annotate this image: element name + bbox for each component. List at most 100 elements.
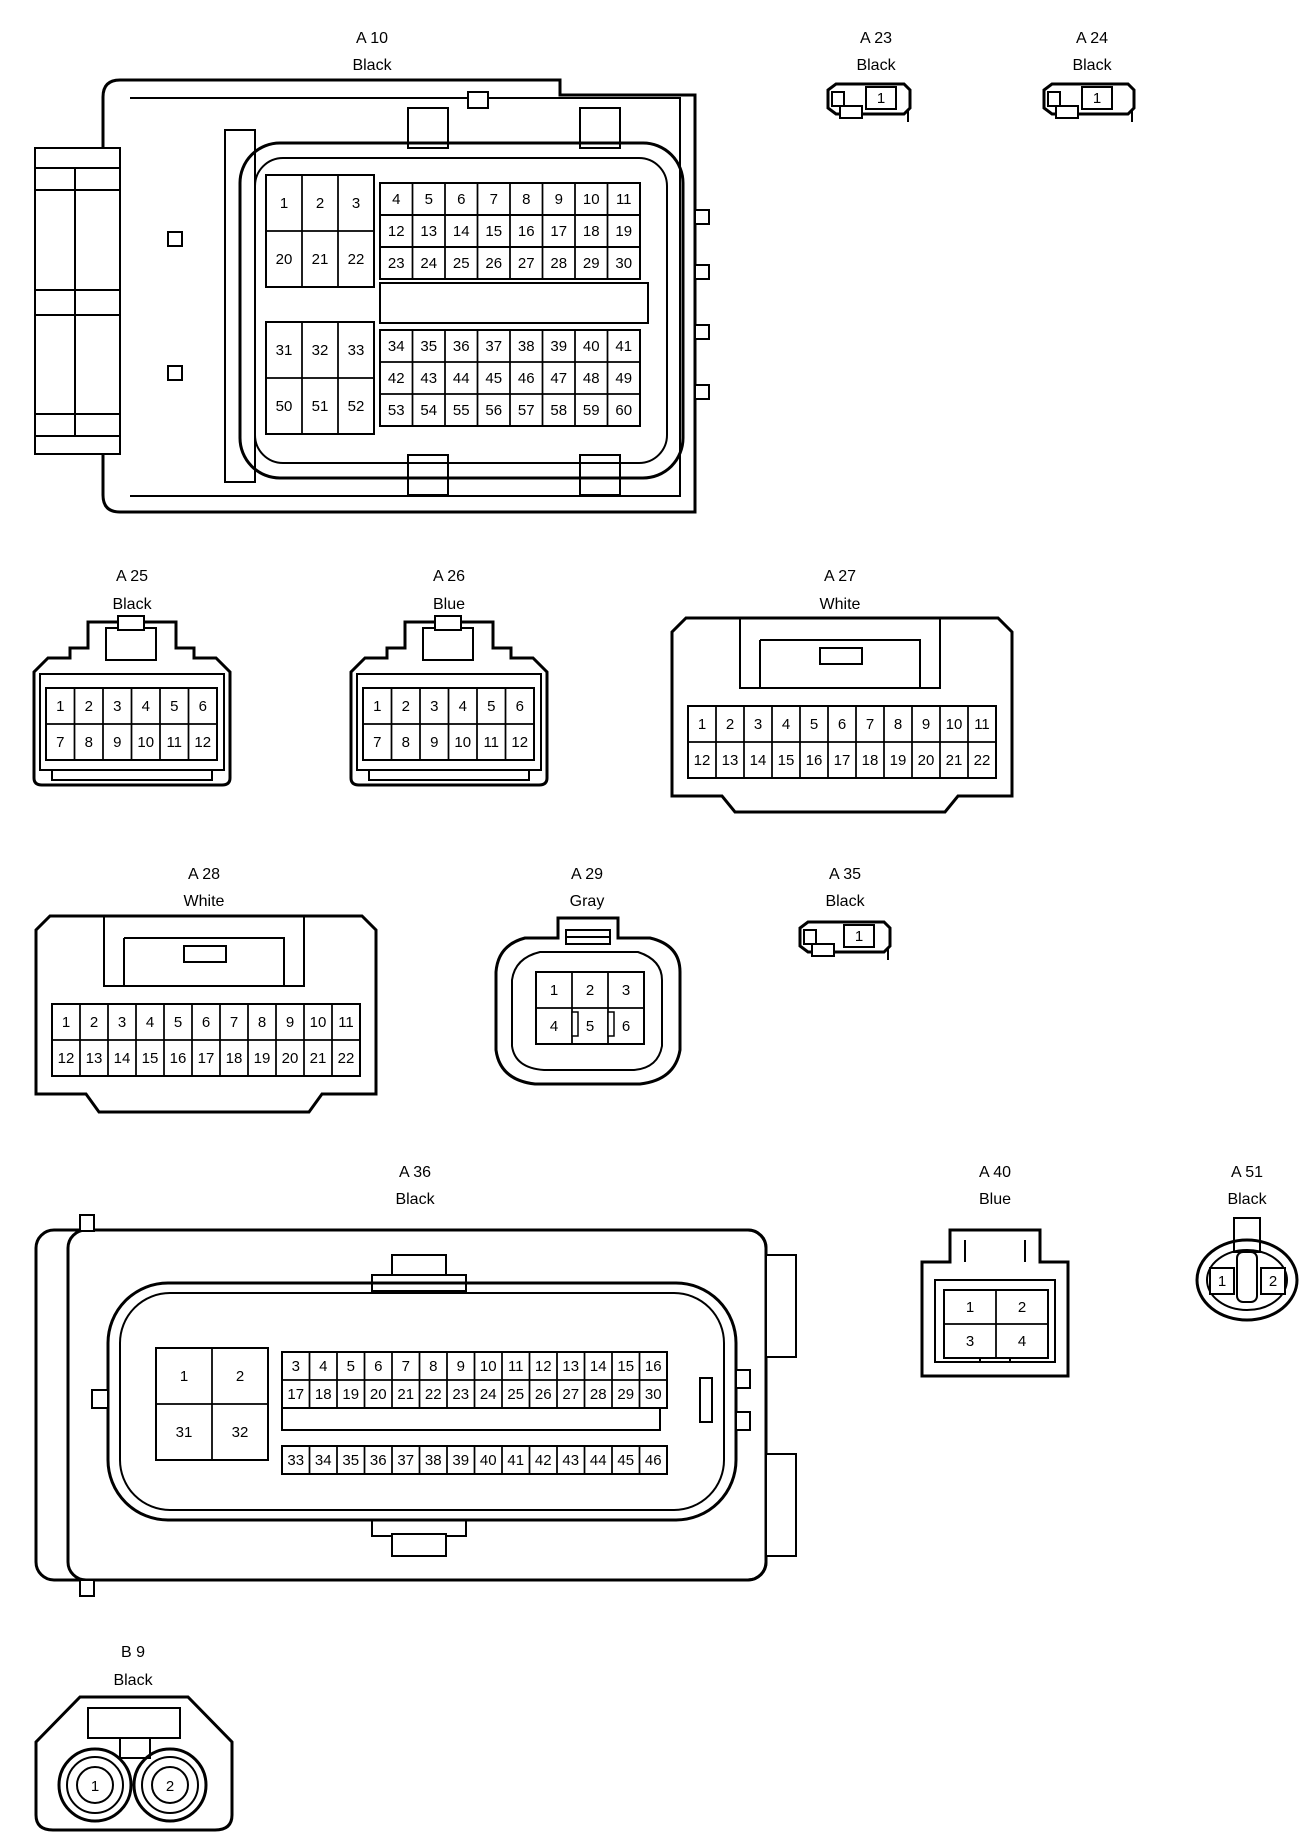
a36-pin-label: 36: [370, 1452, 387, 1469]
connector-a27-id: A 27: [824, 568, 856, 585]
connector-a51-id: A 51: [1231, 1164, 1263, 1181]
connector-a24-color: Black: [1072, 57, 1112, 74]
connector-b9-pin-cell: 2: [151, 1766, 189, 1804]
a10-pin-label: 34: [388, 338, 405, 355]
connector-a29-housing: [494, 916, 682, 1086]
a10-pin-label: 19: [615, 223, 632, 240]
a29-pin-label: 2: [586, 982, 594, 999]
a28-pin-label: 21: [310, 1050, 327, 1067]
a10-pin-label: 46: [518, 370, 535, 387]
a10-pin-label: 53: [388, 402, 405, 419]
a27-pin-label: 16: [806, 752, 823, 769]
a36-pin-label: 26: [535, 1386, 552, 1403]
a10-pin-label: 33: [348, 342, 365, 359]
a36-pin-label: 34: [315, 1452, 332, 1469]
connector-a27-color: White: [820, 596, 861, 613]
a36-pin-label: 31: [176, 1424, 193, 1441]
a25-pin-label: 11: [166, 734, 182, 751]
connector-a24-pins: 1: [1081, 86, 1113, 110]
a25-pin-label: 7: [56, 734, 64, 751]
a10-pin-label: 12: [388, 223, 405, 240]
a10-pin-label: 7: [490, 191, 498, 208]
connector-a35-id: A 35: [829, 866, 861, 883]
a36-pin-label: 17: [287, 1386, 304, 1403]
a10-pin-label: 44: [453, 370, 470, 387]
a10-pin-label: 55: [453, 402, 470, 419]
a26-pin-label: 1: [373, 698, 381, 715]
a28-pin-label: 7: [230, 1014, 238, 1031]
a10-pin-label: 59: [583, 402, 600, 419]
a36-pin-label: 29: [617, 1386, 634, 1403]
a29-pin-label: 4: [550, 1018, 558, 1035]
a10-pin-label: 45: [485, 370, 502, 387]
a25-pin-label: 12: [194, 734, 211, 751]
a10-pin-label: 17: [550, 223, 567, 240]
a10-pin-label: 42: [388, 370, 405, 387]
a36-pin-label: 43: [562, 1452, 579, 1469]
a36-pin-label: 35: [342, 1452, 359, 1469]
a36-pin-label: 27: [562, 1386, 579, 1403]
a36-pin-label: 6: [374, 1358, 382, 1375]
a26-pin-label: 6: [516, 698, 524, 715]
a36-pin-label: 41: [507, 1452, 524, 1469]
a10-pin-label: 30: [615, 255, 632, 272]
a10-pin-label: 15: [485, 223, 502, 240]
a40-pin-label: 3: [966, 1333, 974, 1350]
a10-pin-label: 40: [583, 338, 600, 355]
a28-pin-label: 3: [118, 1014, 126, 1031]
a28-pin-label: 12: [58, 1050, 75, 1067]
a10-pin-label: 28: [550, 255, 567, 272]
connector-a36-housing: [34, 1214, 797, 1597]
a36-pin-label: 16: [645, 1358, 662, 1375]
a10-pin-label: 57: [518, 402, 535, 419]
a10-pin-label: 20: [276, 251, 293, 268]
a36-pin-label: 20: [370, 1386, 387, 1403]
a40-pin-label: 4: [1018, 1333, 1026, 1350]
a26-pin-label: 10: [454, 734, 471, 751]
a26-pin-label: 12: [511, 734, 528, 751]
a27-pin-label: 7: [866, 716, 874, 733]
a10-pin-label: 31: [276, 342, 293, 359]
a27-pin-label: 3: [754, 716, 762, 733]
connector-a10-id: A 10: [356, 30, 388, 47]
a36-pin-label: 32: [232, 1424, 249, 1441]
a10-pin-label: 22: [348, 251, 365, 268]
a36-pin-label: 9: [457, 1358, 465, 1375]
connector-b9-pin-label: 1: [91, 1778, 99, 1795]
connector-a24-housing: [1042, 82, 1136, 122]
a25-pin-label: 3: [113, 698, 121, 715]
a36-pin-label: 22: [425, 1386, 442, 1403]
a28-pin-label: 11: [338, 1014, 354, 1031]
a36-pin-label: 37: [397, 1452, 414, 1469]
a27-pin-label: 22: [974, 752, 991, 769]
a27-pin-cell: 22: [967, 741, 997, 779]
a10-pin-label: 23: [388, 255, 405, 272]
a10-pin-label: 41: [615, 338, 632, 355]
a35-pin-cell: 1: [843, 924, 875, 948]
a36-pin-label: 8: [429, 1358, 437, 1375]
a36-pin-label: 14: [590, 1358, 607, 1375]
a29-pin-label: 3: [622, 982, 630, 999]
connector-a23-color: Black: [856, 57, 896, 74]
a28-pin-label: 9: [286, 1014, 294, 1031]
connector-a36-id: A 36: [399, 1164, 431, 1181]
a36-pin-label: 30: [645, 1386, 662, 1403]
a35-pin-label: 1: [855, 928, 863, 945]
connector-a23-housing: [826, 82, 912, 122]
a26-pin-label: 4: [459, 698, 467, 715]
a27-pin-label: 11: [974, 716, 990, 733]
connector-a29-color: Gray: [570, 893, 605, 910]
a10-pin-label: 49: [615, 370, 632, 387]
connector-a25-id: A 25: [116, 568, 148, 585]
a28-pin-label: 14: [114, 1050, 131, 1067]
